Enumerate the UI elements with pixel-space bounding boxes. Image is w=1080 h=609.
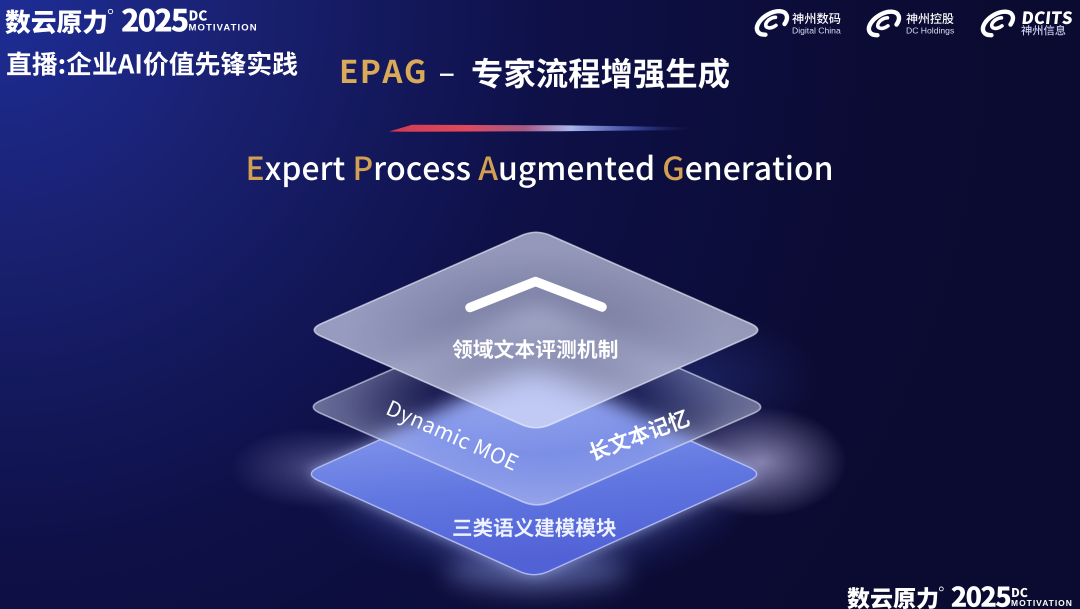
- svg-text:MOTIVATION: MOTIVATION: [189, 23, 258, 34]
- svg-text:Digital China: Digital China: [792, 26, 841, 36]
- svg-text:DC Holdings: DC Holdings: [906, 26, 954, 36]
